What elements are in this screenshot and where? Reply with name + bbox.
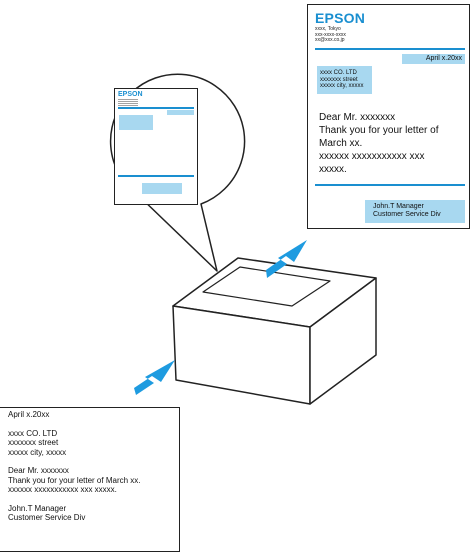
- magnified-address-block: [118, 99, 138, 106]
- recipient-line: xxxxxxx street: [320, 76, 358, 83]
- magnified-date-box: [167, 110, 194, 115]
- magnified-header-rule: [118, 107, 194, 109]
- input-recipient-line: xxxx CO. LTD: [8, 428, 58, 438]
- output-arrow: [266, 240, 307, 278]
- input-recipient-line: xxxxxxx street: [8, 438, 59, 447]
- address-line: xxx-xxxx-xxxx: [315, 31, 346, 38]
- magnified-document: EPSON: [114, 88, 198, 205]
- input-body-line: xxxxxx xxxxxxxxxxx xxx xxxxx.: [8, 485, 117, 494]
- signature-line: Customer Service Div: [373, 211, 441, 218]
- input-arrow: [134, 360, 175, 395]
- printer-side-face: [309, 277, 377, 405]
- body-line: xxxxx.: [319, 164, 347, 175]
- address-line: xxxx, Tokyo: [315, 26, 341, 32]
- sender-address: xxxx, Tokyo xxx-xxxx-xxxx xx@xxx.co.jp: [315, 26, 346, 44]
- recipient-line: xxxx CO. LTD: [320, 70, 357, 76]
- recipient-block: xxxx CO. LTD xxxxxxx street xxxxx city, …: [317, 66, 372, 94]
- letter-date: April x.20xx: [402, 54, 465, 64]
- input-body-line: Thank you for your letter of March xx.: [8, 475, 141, 485]
- magnified-epson-logo: EPSON: [118, 91, 143, 98]
- body-line: Dear Mr. xxxxxxx: [319, 112, 396, 123]
- body-line: March xx.: [319, 138, 363, 149]
- epson-logo: EPSON: [315, 10, 366, 26]
- formatted-output-document: EPSON xxxx, Tokyo xxx-xxxx-xxxx xx@xxx.c…: [307, 4, 470, 229]
- letter-body: Dear Mr. xxxxxxx Thank you for your lett…: [319, 111, 469, 176]
- magnified-recipient-box: [119, 115, 153, 130]
- recipient-line: xxxxx city, xxxxx: [320, 83, 364, 89]
- printer-output-slot: [202, 266, 331, 307]
- input-body-line: Dear Mr. xxxxxxx: [8, 466, 69, 475]
- magnified-footer-rule: [118, 175, 194, 177]
- magnified-signature-box: [142, 183, 182, 194]
- body-line: Thank you for your letter of: [319, 125, 439, 136]
- footer-rule: [315, 184, 465, 186]
- input-date: April x.20xx: [8, 410, 50, 419]
- signature-block: John.T Manager Customer Service Div: [365, 200, 465, 223]
- plain-input-document: April x.20xx xxxx CO. LTD xxxxxxx street…: [0, 407, 180, 552]
- address-line: xx@xxx.co.jp: [315, 37, 345, 43]
- printer-box: [172, 257, 377, 405]
- body-line: xxxxxx xxxxxxxxxxx xxx: [319, 151, 425, 162]
- header-rule: [315, 48, 465, 50]
- signature-line: John.T Manager: [373, 203, 424, 210]
- input-signature-line: Customer Service Div: [8, 513, 86, 522]
- input-recipient-line: xxxxx city, xxxxx: [8, 447, 67, 457]
- input-signature-line: John.T Manager: [8, 503, 67, 513]
